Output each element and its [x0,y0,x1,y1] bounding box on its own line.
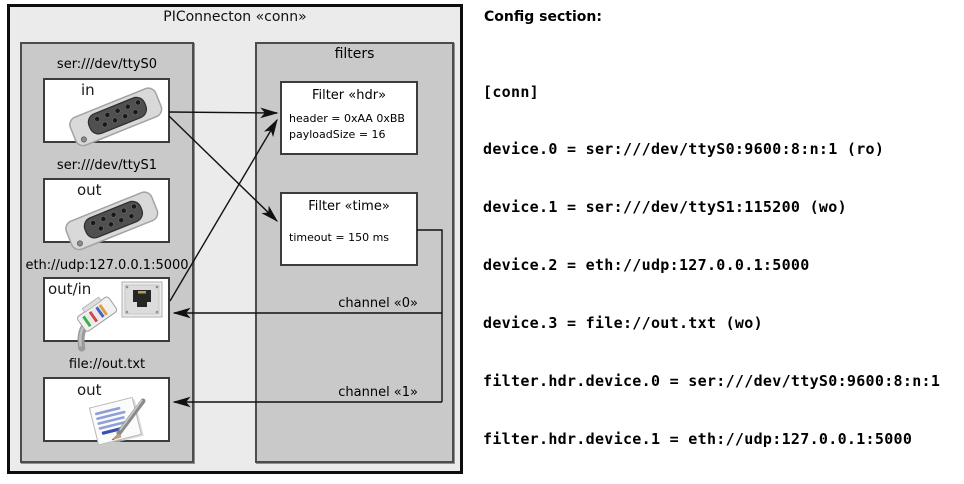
filter-hdr-box: Filter «hdr» header = 0xAA 0xBB payloadS… [280,81,418,155]
device-direction-label: out [77,381,102,399]
filter-time-title: Filter «time» [308,199,390,214]
config-line: [conn] [483,82,539,101]
device-url-label-eth: eth://udp:127.0.0.1:5000 [25,258,189,273]
filter-hdr-properties: header = 0xAA 0xBB payloadSize = 16 [289,111,405,143]
device-box-ttys0: in [43,78,170,147]
filter-time-box: Filter «time» timeout = 150 ms [280,192,418,266]
filter-time-properties: timeout = 150 ms [289,230,389,246]
serial-connector-icon [69,87,163,147]
config-line: device.3 = file://out.txt (wo) [483,314,763,333]
config-line: filter.hdr.device.0 = ser:///dev/ttyS0:9… [483,372,941,391]
notepad-icon [88,396,146,447]
config-line: device.0 = ser:///dev/ttyS0:9600:8:n:1 (… [483,140,885,159]
device-direction-label: in [81,81,95,99]
diagram-title: PIConnecton «conn» [163,9,307,25]
device-box-eth: out/in [43,277,170,352]
device-box-file: out [43,377,170,447]
ethernet-plug-icon [77,296,118,352]
config-section-heading: Config section: [484,9,602,25]
device-direction-label: out [77,181,102,199]
device-box-ttys1: out [43,178,170,251]
channel-1-label: channel «1» [338,385,418,400]
config-line: device.1 = ser:///dev/ttyS1:115200 (wo) [483,198,847,217]
serial-connector-icon [65,191,159,251]
filters-group-label: filters [334,46,375,62]
channel-0-label: channel «0» [338,296,418,311]
filter-property: timeout = 150 ms [289,231,390,244]
config-listing: [conn] device.0 = ser:///dev/ttyS0:9600:… [483,44,950,484]
filter-property: header = 0xAA 0xBB [289,112,405,125]
config-line: device.2 = eth://udp:127.0.0.1:5000 [483,256,810,275]
config-line: filter.hdr.device.1 = eth://udp:127.0.0.… [483,429,913,448]
ethernet-jack-icon [121,281,163,318]
device-url-label-ttys1: ser:///dev/ttyS1 [56,158,158,173]
device-url-label-file: file://out.txt [68,357,146,372]
device-url-label-ttys0: ser:///dev/ttyS0 [56,57,158,72]
filter-hdr-title: Filter «hdr» [311,88,387,103]
filter-property: payloadSize = 16 [289,128,386,141]
device-direction-label: out/in [48,280,92,298]
